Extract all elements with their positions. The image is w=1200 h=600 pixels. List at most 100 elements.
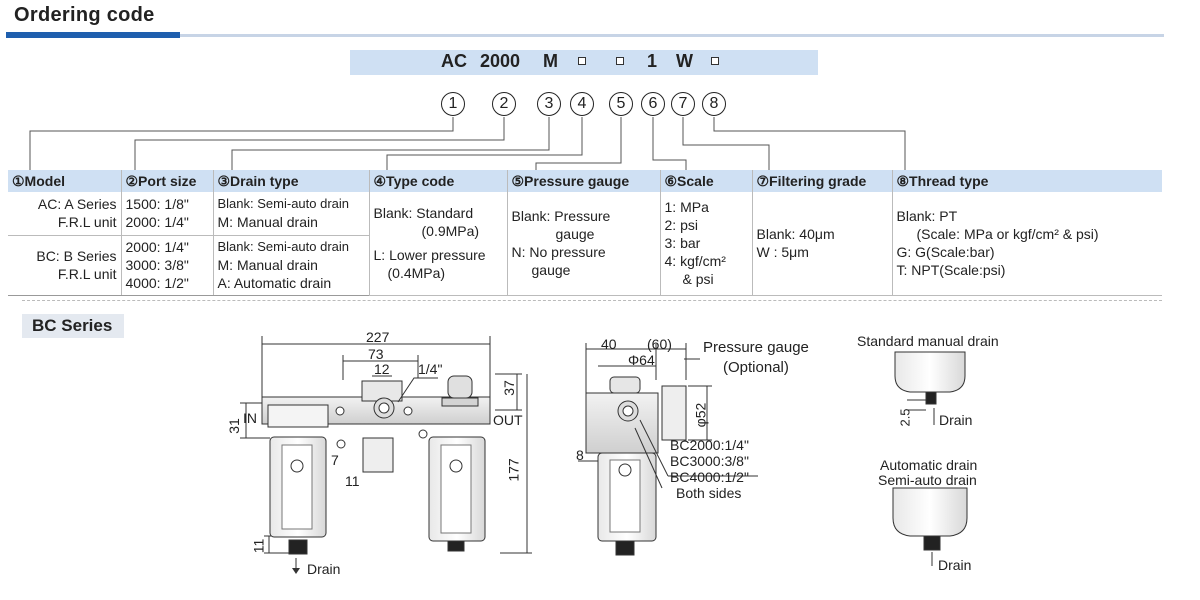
drain-type-ac-cell: Blank: Semi-auto drain M: Manual drain <box>212 192 369 236</box>
label-drain-manual: Drain <box>939 412 973 428</box>
header-filtering-grade: ⑦Filtering grade <box>751 170 892 192</box>
header-pressure-gauge: ⑤Pressure gauge <box>506 170 660 192</box>
pressure-gauge-3: N: No pressure <box>511 244 606 261</box>
dim-31: 31 <box>225 418 242 434</box>
drain-type-ac-2: M: Manual drain <box>217 214 318 231</box>
code-box-thread <box>711 57 719 65</box>
dim-227: 227 <box>366 329 390 345</box>
port-size-bc-2: 3000: 3/8" <box>125 257 189 273</box>
pressure-gauge-1: Blank: Pressure <box>511 208 611 225</box>
section-divider <box>22 300 1162 301</box>
scale-4: 4: kgf/cm² <box>664 253 726 270</box>
circle-5: 5 <box>609 92 633 116</box>
model-bc-cell: BC: B Series F.R.L unit <box>8 235 121 296</box>
circle-6: 6 <box>641 92 665 116</box>
label-automatic-drain: Automatic drain <box>880 457 978 473</box>
scale-1: 1: MPa <box>664 199 709 216</box>
code-size: 2000 <box>480 51 521 71</box>
drain-details <box>892 351 968 566</box>
dim-phi52: φ52 <box>692 402 709 428</box>
code-series: AC <box>441 51 467 71</box>
label-bc2000: BC2000:1/4" <box>670 437 749 453</box>
circle-8: 8 <box>702 92 726 116</box>
dim-12: 12 <box>374 361 390 377</box>
dim-177: 177 <box>505 458 522 482</box>
model-ac-cell: AC: A Series F.R.L unit <box>8 192 121 236</box>
frl-side-view <box>578 343 758 556</box>
label-pressure-gauge: Pressure gauge <box>703 339 809 356</box>
frl-front-view <box>240 336 532 554</box>
model-ac-line1: AC: A Series <box>37 196 117 213</box>
header-model: ①Model <box>8 170 121 192</box>
circle-3: 3 <box>537 92 561 116</box>
code-box-type <box>578 57 586 65</box>
label-bc3000: BC3000:3/8" <box>670 453 749 469</box>
model-bc-line2: F.R.L unit <box>57 266 117 282</box>
drain-type-bc-2: M: Manual drain <box>217 257 318 273</box>
dim-quarter: 1/4" <box>418 361 443 377</box>
dim-73: 73 <box>368 346 384 362</box>
drain-type-ac-1: Blank: Semi-auto drain <box>217 196 350 212</box>
port-size-ac-cell: 1500: 1/8" 2000: 1/4" <box>120 192 213 236</box>
dim-11-a: 11 <box>345 473 360 489</box>
bc-series-band <box>22 314 124 338</box>
code-m: M <box>543 51 558 71</box>
label-drain-front: Drain <box>307 561 341 577</box>
port-size-ac-2: 2000: 1/4" <box>125 214 189 231</box>
scale-3: 3: bar <box>664 235 701 252</box>
title-accent-bar <box>6 32 180 38</box>
thread-4: T: NPT(Scale:psi) <box>896 262 1006 279</box>
model-bc-line1: BC: B Series <box>36 248 117 264</box>
code-one: 1 <box>647 51 658 71</box>
code-box-gauge <box>616 57 624 65</box>
thread-cell: Blank: PT (Scale: MPa or kgf/cm² & psi) … <box>891 192 1162 296</box>
pressure-gauge-4: gauge <box>531 262 571 279</box>
dim-60: (60) <box>647 336 672 352</box>
dim-40: 40 <box>601 336 617 352</box>
circle-2: 2 <box>492 92 516 116</box>
label-bc4000: BC4000:1/2" <box>670 469 749 485</box>
circle-1: 1 <box>441 92 465 116</box>
label-in: IN <box>243 410 257 426</box>
circle-7: 7 <box>671 92 695 116</box>
header-port-size: ②Port size <box>120 170 213 192</box>
circle-4: 4 <box>570 92 594 116</box>
header-type-code: ④Type code <box>368 170 507 192</box>
port-size-bc-cell: 2000: 1/4" 3000: 3/8" 4000: 1/2" <box>120 235 213 296</box>
title-divider <box>180 34 1164 37</box>
type-code-3: L: Lower pressure <box>373 247 486 264</box>
model-ac-line2: F.R.L unit <box>57 214 117 231</box>
frl-body <box>261 375 491 555</box>
dim-8: 8 <box>576 447 584 463</box>
filtering-cell: Blank: 40μm W : 5μm <box>751 192 892 296</box>
port-size-bc-3: 4000: 1/2" <box>125 275 189 291</box>
label-out: OUT <box>493 412 523 428</box>
dim-11-b: 11 <box>250 538 267 554</box>
thread-3: G: G(Scale:bar) <box>896 244 995 261</box>
label-drain-auto: Drain <box>938 557 972 573</box>
drain-type-bc-cell: Blank: Semi-auto drain M: Manual drain A… <box>212 235 369 296</box>
label-semi-auto-drain: Semi-auto drain <box>878 472 977 488</box>
port-size-bc-1: 2000: 1/4" <box>125 239 189 255</box>
filtering-2: W : 5μm <box>756 244 809 261</box>
dim-37: 37 <box>500 380 517 396</box>
header-thread-type: ⑧Thread type <box>891 170 1162 192</box>
type-code-cell: Blank: Standard (0.9MPa) L: Lower pressu… <box>368 192 507 296</box>
type-code-2: (0.9MPa) <box>421 223 480 240</box>
label-standard-manual-drain: Standard manual drain <box>857 333 999 349</box>
label-both-sides: Both sides <box>676 485 742 501</box>
label-optional: (Optional) <box>723 359 789 376</box>
drain-type-bc-1: Blank: Semi-auto drain <box>217 239 350 254</box>
page-title: Ordering code <box>14 4 155 26</box>
pressure-gauge-2: gauge <box>555 226 595 243</box>
thread-1: Blank: PT <box>896 208 958 225</box>
pressure-gauge-cell: Blank: Pressure gauge N: No pressure gau… <box>506 192 660 296</box>
type-code-1: Blank: Standard <box>373 205 474 222</box>
scale-2: 2: psi <box>664 217 698 234</box>
port-size-ac-1: 1500: 1/8" <box>125 196 189 213</box>
dim-2-5: 2.5 <box>897 408 913 427</box>
dim-7: 7 <box>331 452 339 468</box>
thread-2: (Scale: MPa or kgf/cm² & psi) <box>916 226 1099 243</box>
